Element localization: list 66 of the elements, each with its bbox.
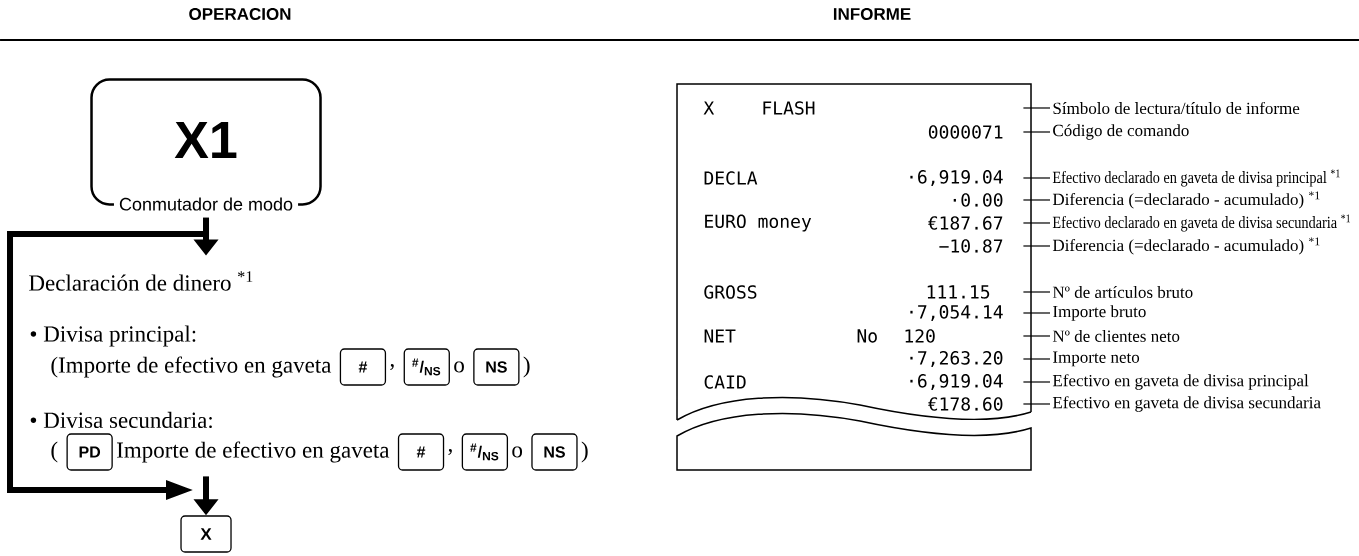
receipt-text: ·0.00 bbox=[953, 193, 1003, 207]
receipt-text: ·6,919.04 bbox=[910, 374, 1003, 390]
leader-line bbox=[1022, 291, 1051, 293]
leader-line bbox=[1022, 403, 1051, 405]
receipt-text: €178.60 bbox=[928, 397, 1003, 411]
instruction-text: ) bbox=[523, 356, 530, 378]
receipt-text: No bbox=[857, 329, 877, 343]
key-cap: X bbox=[180, 515, 232, 553]
instruction-text: ( bbox=[51, 441, 58, 463]
annotation-text: Nº de artículos bruto bbox=[1052, 286, 1193, 298]
annotation-text: Nº de clientes neto bbox=[1052, 330, 1180, 342]
key-cap: NS bbox=[531, 433, 578, 471]
key-cap: $^{#}$/$_{NS}$ bbox=[403, 348, 450, 386]
receipt-text: −10.87 bbox=[939, 239, 1003, 253]
receipt-text: ·6,919.04 bbox=[910, 170, 1003, 186]
receipt-text: EURO money bbox=[705, 214, 812, 232]
column-heading: OPERACION bbox=[189, 8, 291, 20]
annotation-text: Diferencia (=declarado - acumulado) $^{*1}$ bbox=[1052, 191, 1320, 209]
key-cap: NS bbox=[473, 348, 520, 386]
leader-line bbox=[1022, 358, 1051, 360]
instruction-text: , bbox=[390, 364, 394, 370]
annotation-text: Efectivo declarado en gaveta de divisa principal $^{*1}$ bbox=[1052, 169, 1340, 187]
annotation-text: Efectivo declarado en gaveta de divisa secundaria $^{*1}$ bbox=[1052, 214, 1351, 232]
instruction-text: (Importe de efectivo en gaveta bbox=[51, 356, 332, 378]
key-cap: PD bbox=[66, 433, 113, 471]
mode-switch-box: X1 Conmutador de modo bbox=[90, 78, 322, 212]
annotation-text: Diferencia (=declarado - acumulado) $^{*1}$ bbox=[1052, 237, 1320, 255]
leader-line bbox=[1022, 107, 1051, 109]
instruction-text: o bbox=[512, 446, 523, 458]
receipt-text: NET bbox=[704, 329, 736, 343]
annotation-text: Código de comando bbox=[1053, 124, 1189, 140]
instruction-text: Importe de efectivo en gaveta bbox=[117, 441, 390, 463]
leader-line bbox=[1022, 335, 1051, 337]
instruction-text: , bbox=[448, 449, 452, 455]
leader-line bbox=[1022, 199, 1051, 201]
receipt-text: 111.15 bbox=[927, 285, 990, 299]
annotation-text: Símbolo de lectura/título de informe bbox=[1053, 101, 1300, 115]
instruction-text: • Divisa secundaria: bbox=[30, 411, 212, 429]
leader-line bbox=[1022, 245, 1051, 247]
key-cap: $^{#}$/$_{NS}$ bbox=[461, 433, 509, 471]
annotation-text: Efectivo en gaveta de divisa secundaria bbox=[1052, 396, 1321, 412]
receipt-text: €187.67 bbox=[928, 216, 1003, 230]
annotation-text: Efectivo en gaveta de divisa principal bbox=[1052, 374, 1309, 390]
receipt-text: CAID bbox=[704, 375, 746, 389]
annotation-text: Importe neto bbox=[1053, 351, 1140, 367]
receipt-text: ·7,054.14 bbox=[910, 305, 1003, 321]
leader-line bbox=[1022, 131, 1051, 133]
receipt-text: 120 bbox=[905, 329, 935, 343]
receipt-text: 0000071 bbox=[928, 125, 1003, 139]
leader-line bbox=[1022, 381, 1051, 383]
column-heading: INFORME bbox=[833, 8, 911, 20]
receipt-text: ·7,263.20 bbox=[910, 351, 1003, 367]
annotation-text: Importe bruto bbox=[1053, 305, 1146, 321]
receipt-text: GROSS bbox=[704, 285, 757, 299]
key-cap: # bbox=[339, 348, 387, 386]
receipt-text: FLASH bbox=[763, 101, 815, 115]
key-cap: # bbox=[397, 433, 445, 471]
leader-line bbox=[1022, 312, 1051, 314]
instruction-text: o bbox=[454, 361, 464, 373]
receipt-text: X bbox=[703, 101, 715, 115]
instruction-text: ) bbox=[581, 441, 588, 463]
leader-line bbox=[1022, 177, 1051, 179]
leader-line bbox=[1022, 222, 1051, 224]
receipt-text: DECLA bbox=[704, 171, 758, 185]
instruction-text: Declaración de dinero $^{*1}$ bbox=[29, 271, 253, 291]
instruction-text: • Divisa principal: bbox=[30, 325, 196, 347]
